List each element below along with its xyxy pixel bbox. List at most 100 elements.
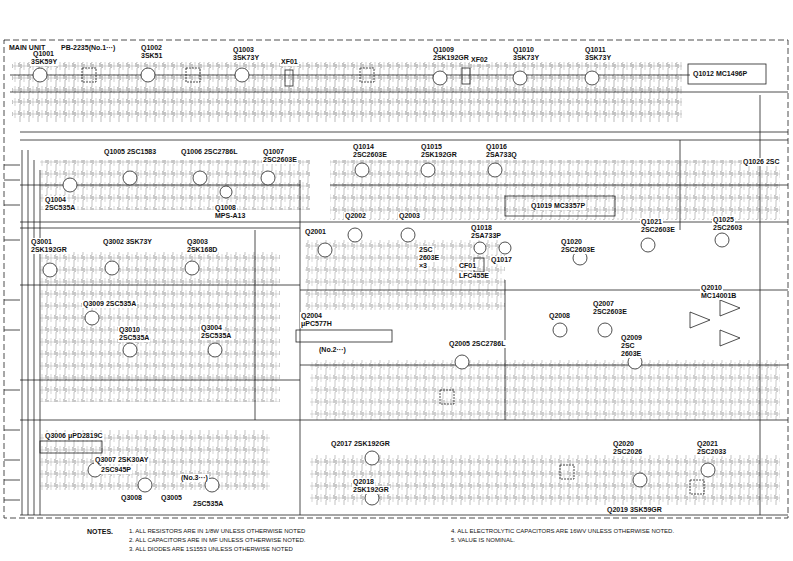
component-outline — [462, 68, 470, 84]
transistor-symbol — [488, 163, 502, 177]
part-label: Q2020 — [612, 440, 635, 448]
component-outline — [40, 252, 280, 402]
part-label: 2603E — [418, 254, 440, 262]
part-label: Q2003 — [398, 212, 421, 220]
part-label: Q1006 2SC2786L — [180, 148, 238, 156]
transistor-symbol — [365, 451, 379, 465]
part-label: Q2010 — [700, 284, 723, 292]
part-label: Q1017 — [490, 256, 513, 264]
transistor-symbol — [715, 233, 729, 247]
component-outline — [440, 390, 454, 404]
transistor-symbol — [513, 71, 527, 85]
component-outline — [305, 240, 505, 310]
part-label: 2603E — [620, 350, 642, 358]
component-outline — [40, 430, 270, 490]
wire-path — [22, 150, 40, 515]
part-label: 2SC2603E — [352, 151, 388, 159]
part-label: Q1021 — [640, 218, 663, 226]
part-label: MC14001B — [700, 292, 737, 300]
part-label: Q1011 — [584, 46, 607, 54]
part-label: Q2005 2SC2786L — [448, 340, 506, 348]
part-label: Q2019 3SK59GR — [606, 506, 663, 514]
part-label: Q1007 — [262, 148, 285, 156]
transistor-symbol — [585, 71, 599, 85]
part-label: Q1002 — [140, 44, 163, 52]
part-label: Q1009 — [432, 46, 455, 54]
component-outline — [285, 70, 293, 86]
part-label: 3SK59Y — [30, 58, 58, 66]
part-label: Q2009 — [620, 334, 643, 342]
part-label: 2SC — [620, 342, 636, 350]
part-label: Q1025 — [712, 216, 735, 224]
part-label: 3SK73Y — [584, 54, 612, 62]
transistor-symbol — [85, 311, 99, 325]
part-label: 3SK73Y — [512, 54, 540, 62]
part-label: Q3001 — [30, 238, 53, 246]
transistor-symbol — [63, 178, 77, 192]
transistor-symbol — [433, 71, 447, 85]
note-text: 5. VALUE IS NOMINAL. — [450, 537, 516, 544]
transistor-symbol — [401, 228, 415, 242]
part-label: 2SC535A — [118, 334, 150, 342]
note-text: 3. ALL DIODES ARE 1S1553 UNLESS OTHERWIS… — [128, 546, 294, 553]
part-label: Q1012 MC1496P — [692, 70, 748, 78]
part-label: 2SC2603E — [640, 226, 676, 234]
transistor-symbol — [208, 343, 222, 357]
component-outline — [82, 68, 96, 82]
part-label: 2SK192GR — [30, 246, 68, 254]
component-outline — [296, 330, 392, 342]
part-label: Q1015 — [420, 143, 443, 151]
part-label: 2SK192GR — [420, 151, 458, 159]
part-label: Q2001 — [304, 228, 327, 236]
part-label: NOTES. — [86, 528, 114, 536]
transistor-symbol — [43, 263, 57, 277]
part-label: Q1016 — [485, 143, 508, 151]
transistor-symbol — [355, 163, 369, 177]
transistor-symbol — [220, 186, 232, 198]
transistor-symbol — [455, 355, 469, 369]
part-label: XF02 — [470, 56, 489, 64]
part-label: Q2002 — [344, 212, 367, 220]
note-text: 2. ALL CAPACITORS ARE IN MF UNLESS OTHER… — [128, 537, 306, 544]
part-label: (No.2···) — [318, 346, 347, 354]
transistor-symbol — [348, 228, 362, 242]
part-label: Q3003 — [186, 238, 209, 246]
part-label: XF01 — [280, 58, 299, 66]
note-text: 4. ALL ELECTROLYTIC CAPACITORS ARE 16WV … — [450, 528, 675, 535]
component-outline — [40, 441, 102, 453]
part-label: MPS-A13 — [214, 212, 246, 220]
wire-path — [4, 40, 788, 518]
component-outline — [310, 360, 780, 420]
transistor-symbol — [138, 478, 152, 492]
part-label: 2SC2603E — [262, 156, 298, 164]
part-label: Q2017 2SK192GR — [330, 440, 391, 448]
transistor-symbol — [105, 261, 119, 275]
part-label: (No.3···) — [180, 474, 209, 482]
part-label: 2SK192GR — [432, 54, 470, 62]
transistor-symbol — [633, 473, 647, 487]
part-label: PB-2235(No.1···) — [60, 44, 116, 52]
part-label: 2SK192GR — [352, 486, 390, 494]
transistor-symbol — [185, 261, 199, 275]
part-label: Q3004 — [200, 324, 223, 332]
part-label: 2SC2603 — [712, 224, 743, 232]
component-outline — [690, 480, 704, 494]
transistor-symbol — [701, 463, 715, 477]
part-label: 2SA733Q — [485, 151, 518, 159]
transistor-symbol — [193, 171, 207, 185]
wire-path — [690, 300, 740, 346]
part-label: 2SC2026 — [612, 448, 643, 456]
transistor-symbol — [33, 68, 47, 82]
transistor-symbol — [235, 68, 249, 82]
part-label: Q3006 μPD2819C — [44, 432, 104, 440]
component-outline — [310, 455, 780, 505]
part-label: Q1014 — [352, 143, 375, 151]
part-label: Q3010 — [118, 326, 141, 334]
transistor-symbol — [553, 323, 567, 337]
part-label: 2SC535A — [44, 204, 76, 212]
part-label: 2SC — [418, 246, 434, 254]
part-label: Q2018 — [352, 478, 375, 486]
part-label: 2SC2603E — [592, 308, 628, 316]
part-label: Q1020 — [560, 238, 583, 246]
